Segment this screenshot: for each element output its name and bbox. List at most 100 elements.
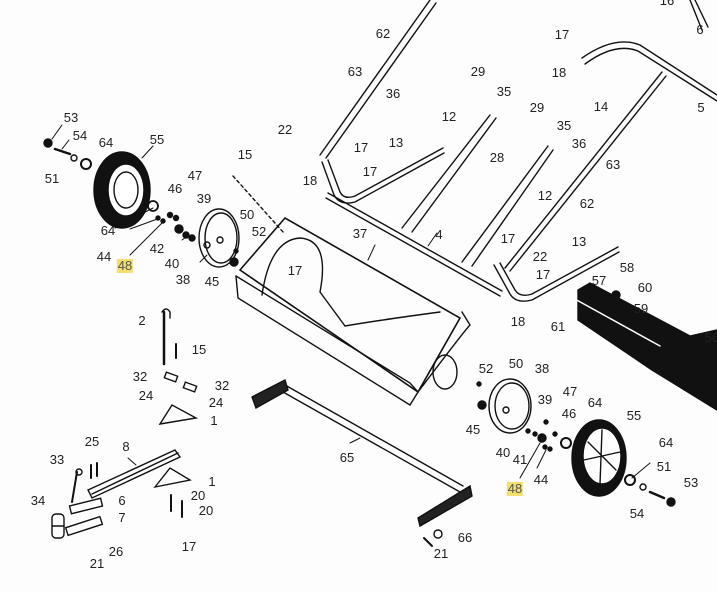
bushing-64-right-a [560, 437, 572, 449]
callout-32: 32 [214, 378, 230, 393]
callout-20: 20 [198, 503, 214, 518]
handle-14 [504, 71, 667, 272]
callout-21: 21 [433, 546, 449, 561]
hitch-rod-2 [161, 308, 171, 366]
callout-18: 18 [510, 314, 526, 329]
brush-assembly-56 [572, 282, 717, 411]
callout-58: 58 [619, 260, 635, 275]
callout-24: 24 [138, 388, 154, 403]
callout-14: 14 [593, 99, 609, 114]
callout-6: 6 [118, 493, 126, 508]
pin-21-center [423, 537, 433, 547]
callout-28: 28 [489, 150, 505, 165]
clamp-32a [163, 371, 179, 383]
washer-66 [433, 529, 443, 539]
callout-46: 46 [167, 181, 183, 196]
callout-42: 42 [149, 241, 165, 256]
handle-12-left [401, 114, 497, 233]
callout-15: 15 [191, 342, 207, 357]
callout-12: 12 [441, 109, 457, 124]
callout-63: 63 [347, 64, 363, 79]
wheel-left-55 [93, 151, 151, 229]
callout-17: 17 [500, 231, 516, 246]
callout-16: 16 [659, 0, 675, 8]
callout-21: 21 [89, 556, 105, 571]
plate-7 [64, 515, 104, 537]
washer-51-right [639, 483, 647, 491]
callout-18: 18 [551, 65, 567, 80]
callout-54: 54 [72, 128, 88, 143]
callout-2: 2 [138, 313, 146, 328]
brace-13-right [493, 246, 620, 302]
callout-62: 62 [375, 26, 391, 41]
callout-38: 38 [175, 272, 191, 287]
callout-17: 17 [554, 27, 570, 42]
callout-35: 35 [496, 84, 512, 99]
callout-63: 63 [605, 157, 621, 172]
brace-13-left [321, 147, 445, 204]
pulley-38-left [198, 208, 240, 268]
callout-47: 47 [187, 168, 203, 183]
washer-50-right [476, 381, 482, 387]
callout-61: 61 [550, 319, 566, 334]
pin-33 [71, 471, 78, 503]
callout-40: 40 [164, 256, 180, 271]
callout-46: 46 [561, 406, 577, 421]
callout-53: 53 [683, 475, 699, 490]
callout-32: 32 [132, 369, 148, 384]
bushing-64b [147, 200, 159, 212]
callout-51: 51 [44, 171, 60, 186]
callout-18: 18 [302, 173, 318, 188]
tow-bar-8 [87, 449, 182, 499]
callout-50: 50 [239, 207, 255, 222]
leader-lines [51, 124, 651, 479]
callout-55: 55 [626, 408, 642, 423]
callout-56: 56 [704, 330, 717, 345]
callout-24: 24 [208, 395, 224, 410]
hopper-37 [235, 216, 471, 406]
callout-64: 64 [98, 135, 114, 150]
callout-20: 20 [190, 488, 206, 503]
callout-29: 29 [470, 64, 486, 79]
callout-48-highlighted: 48 [116, 258, 134, 273]
callout-12: 12 [537, 188, 553, 203]
callout-33: 33 [49, 452, 65, 467]
cap-53-right [666, 497, 676, 507]
callout-45: 45 [204, 274, 220, 289]
callout-36: 36 [385, 86, 401, 101]
callout-37: 37 [352, 226, 368, 241]
callout-51: 51 [656, 459, 672, 474]
callout-41: 41 [512, 452, 528, 467]
washer-50-left [233, 248, 239, 254]
callout-52: 52 [478, 361, 494, 376]
callout-65: 65 [339, 450, 355, 465]
callout-45: 45 [465, 422, 481, 437]
callout-54: 54 [629, 506, 645, 521]
bracket-1b [153, 467, 192, 489]
clamp-32b [182, 381, 198, 393]
callout-7: 7 [118, 510, 126, 525]
plate-6 [68, 497, 104, 515]
callout-60: 60 [637, 280, 653, 295]
rod-4 [325, 192, 503, 297]
washer-51-left [70, 154, 78, 162]
handle-12-right [461, 145, 554, 267]
callout-53: 53 [63, 110, 79, 125]
pulley-38-right [488, 378, 532, 434]
callout-15: 15 [237, 147, 253, 162]
callout-6-top: 6 [696, 22, 704, 37]
axle-65 [251, 378, 473, 528]
callout-1: 1 [208, 474, 216, 489]
callout-22: 22 [277, 122, 293, 137]
wheel-right-55 [571, 419, 627, 497]
callout-62: 62 [579, 196, 595, 211]
callout-44: 44 [533, 472, 549, 487]
callout-39: 39 [196, 191, 212, 206]
callout-17: 17 [535, 267, 551, 282]
callout-44: 44 [96, 249, 112, 264]
bolt-54-left [53, 147, 72, 156]
callout-39: 39 [537, 392, 553, 407]
bushing-64-left [80, 158, 92, 170]
